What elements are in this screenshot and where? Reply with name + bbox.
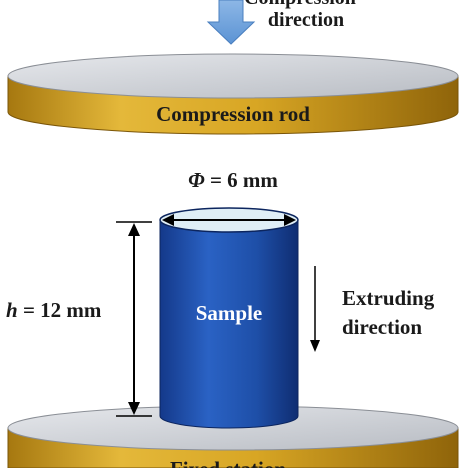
compression-label-top: Compression bbox=[244, 0, 356, 9]
diameter-symbol: Φ bbox=[188, 168, 205, 192]
height-symbol: h bbox=[6, 298, 18, 322]
compression-direction-label: direction bbox=[268, 9, 344, 31]
sample-label: Sample bbox=[196, 301, 263, 325]
extruding-label-line2: direction bbox=[342, 315, 422, 339]
fixed-station-label: Fixed station bbox=[170, 457, 286, 468]
height-label: h = 12 mm bbox=[6, 298, 102, 322]
extruding-direction-arrow bbox=[310, 266, 320, 352]
compression-rod-label: Compression rod bbox=[156, 102, 310, 126]
diameter-dimension-arrow bbox=[162, 214, 296, 226]
extruding-label-line1: Extruding bbox=[342, 286, 435, 310]
compression-rod bbox=[7, 53, 459, 135]
height-value: = 12 mm bbox=[18, 298, 102, 322]
diameter-label: Φ = 6 mm bbox=[188, 168, 278, 192]
height-dimension-arrow bbox=[116, 221, 152, 417]
diameter-value: = 6 mm bbox=[205, 168, 279, 192]
compression-arrow bbox=[206, 0, 256, 45]
